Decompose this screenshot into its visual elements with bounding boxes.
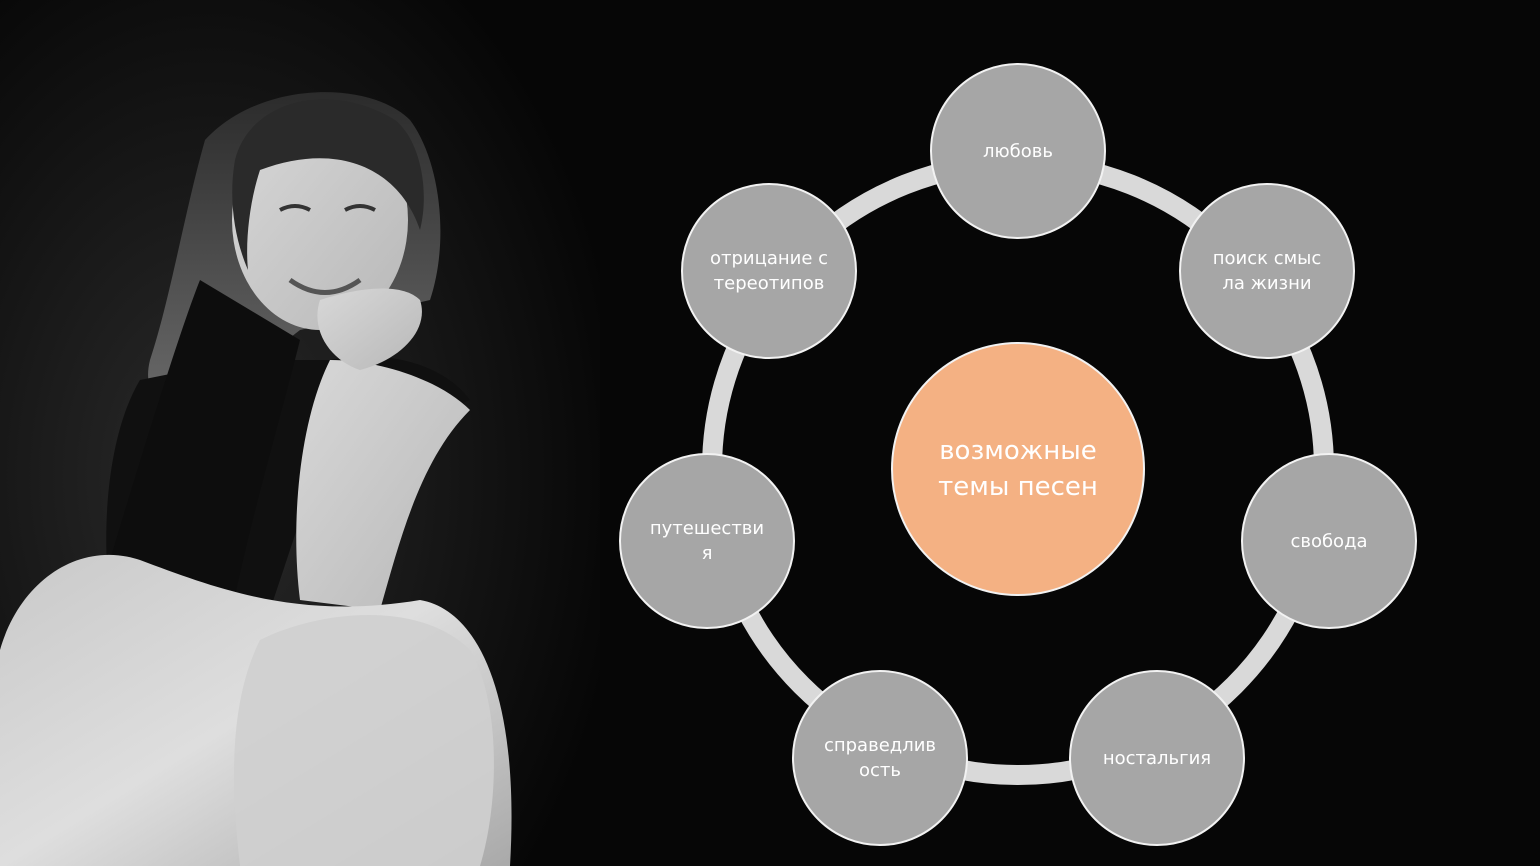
node-meaning-of-life: поиск смысла жизни <box>1179 183 1355 359</box>
node-love: любовь <box>930 63 1106 239</box>
node-anti-stereotypes: отрицание стереотипов <box>681 183 857 359</box>
node-label: любовь <box>983 140 1053 162</box>
center-node: возможные темы песен <box>891 342 1145 596</box>
node-label: свобода <box>1290 530 1368 552</box>
node-label: ностальгия <box>1102 747 1212 769</box>
node-travel: путешествия <box>619 453 795 629</box>
node-freedom: свобода <box>1241 453 1417 629</box>
node-label: путешествия <box>649 518 765 564</box>
portrait-photo <box>0 0 600 866</box>
center-node-label: возможные темы песен <box>938 436 1098 502</box>
node-label: справедливость <box>823 735 937 781</box>
node-label: поиск смысла жизни <box>1212 248 1322 294</box>
node-nostalgia: ностальгия <box>1069 670 1245 846</box>
node-label: отрицание стереотипов <box>709 248 829 294</box>
node-justice: справедливость <box>792 670 968 846</box>
